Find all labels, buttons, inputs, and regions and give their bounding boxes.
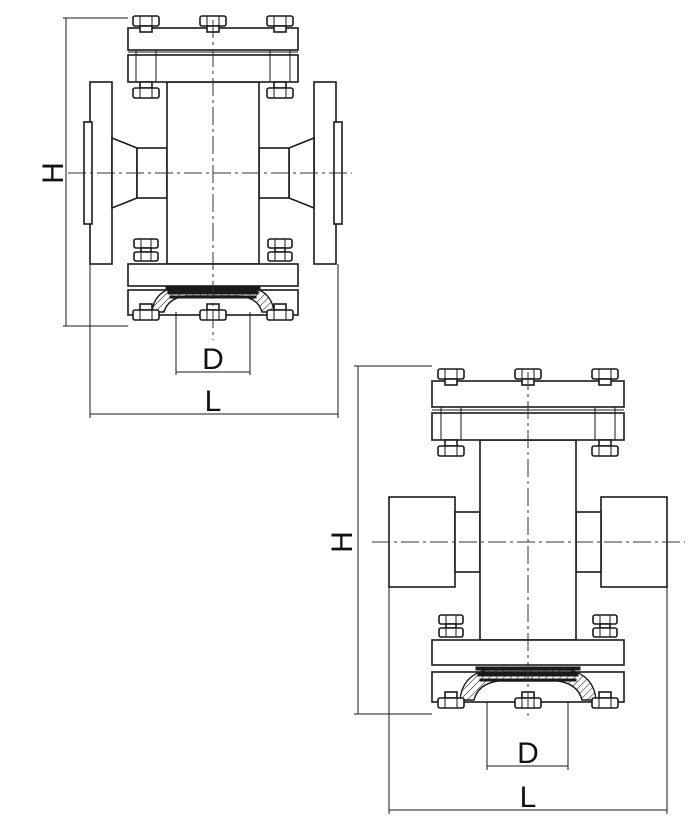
height-label: H [326, 531, 359, 553]
diameter-label: D [517, 737, 539, 770]
left-flange [83, 81, 168, 265]
lens-seat [459, 669, 597, 701]
diameter-label: D [202, 343, 224, 376]
length-label: L [205, 385, 222, 418]
height-label: H [37, 162, 70, 184]
threaded-sight-glass-drawing: H D L [326, 365, 685, 814]
length-label: L [520, 781, 537, 814]
flanged-sight-glass-drawing: H D L [37, 15, 352, 418]
